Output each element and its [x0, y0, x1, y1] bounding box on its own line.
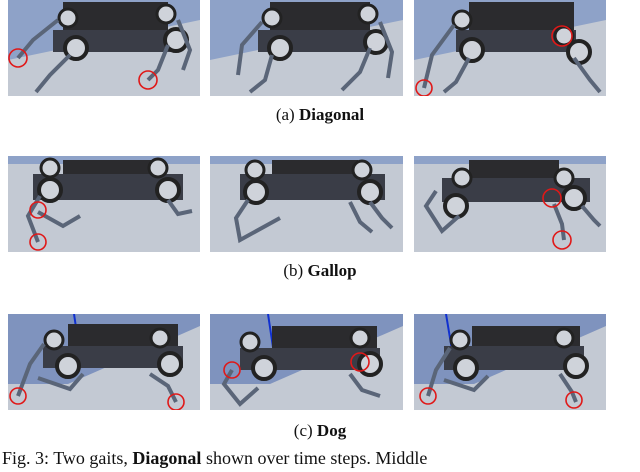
- robot-render-c2: [210, 314, 403, 410]
- robot-render-a2: [210, 0, 403, 96]
- robot-render-a1: [8, 0, 200, 96]
- robot-render-a3: [414, 0, 606, 96]
- robot-render-c1: [8, 314, 200, 410]
- frame-a3: [414, 0, 606, 96]
- figure-caption: Fig. 3: Two gaits, Diagonal shown over t…: [2, 448, 428, 468]
- subfigure-caption-a: (a) Diagonal: [275, 105, 365, 124]
- subfigure-caption-c: (c) Dog: [293, 421, 347, 440]
- frame-b2: [210, 156, 403, 252]
- frame-c1: [8, 314, 200, 410]
- subfigure-caption-b: (b) Gallop: [283, 261, 357, 280]
- robot-render-c3: [414, 314, 606, 410]
- robot-render-b3: [414, 156, 606, 252]
- frame-b3: [414, 156, 606, 252]
- robot-render-b2: [210, 156, 403, 252]
- frame-a1: [8, 0, 200, 96]
- frame-b1: [8, 156, 200, 252]
- robot-render-b1: [8, 156, 200, 252]
- frame-c2: [210, 314, 403, 410]
- frame-a2: [210, 0, 403, 96]
- frame-c3: [414, 314, 606, 410]
